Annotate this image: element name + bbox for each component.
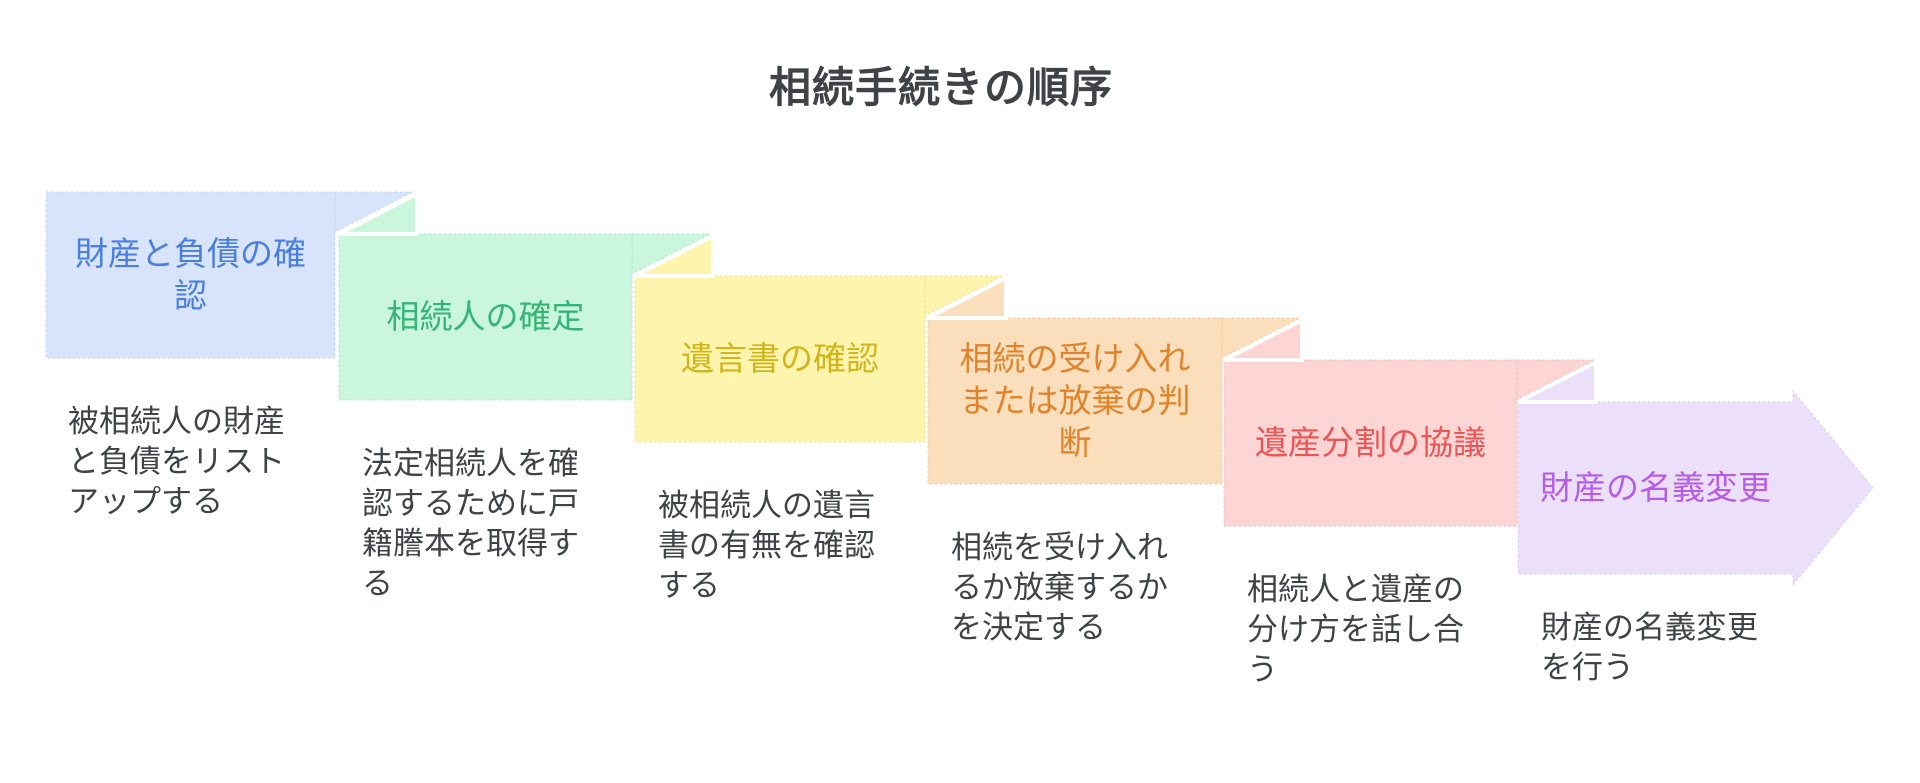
step-6-fold-flap [1517, 358, 1598, 404]
step-4-fold-flap [927, 274, 1008, 320]
step-2-fold-flap [338, 190, 419, 236]
step-2-box [338, 233, 633, 401]
step-4-box [927, 317, 1223, 485]
step-5-box [1223, 359, 1518, 527]
page-title: 相続手続きの順序 [768, 64, 1114, 111]
step-5-fold-flap [1223, 316, 1304, 362]
step-3-fold-flap [634, 232, 715, 278]
step-6-arrow-box [1517, 389, 1874, 587]
step-3-box [634, 275, 926, 443]
step-1-box [45, 191, 336, 359]
